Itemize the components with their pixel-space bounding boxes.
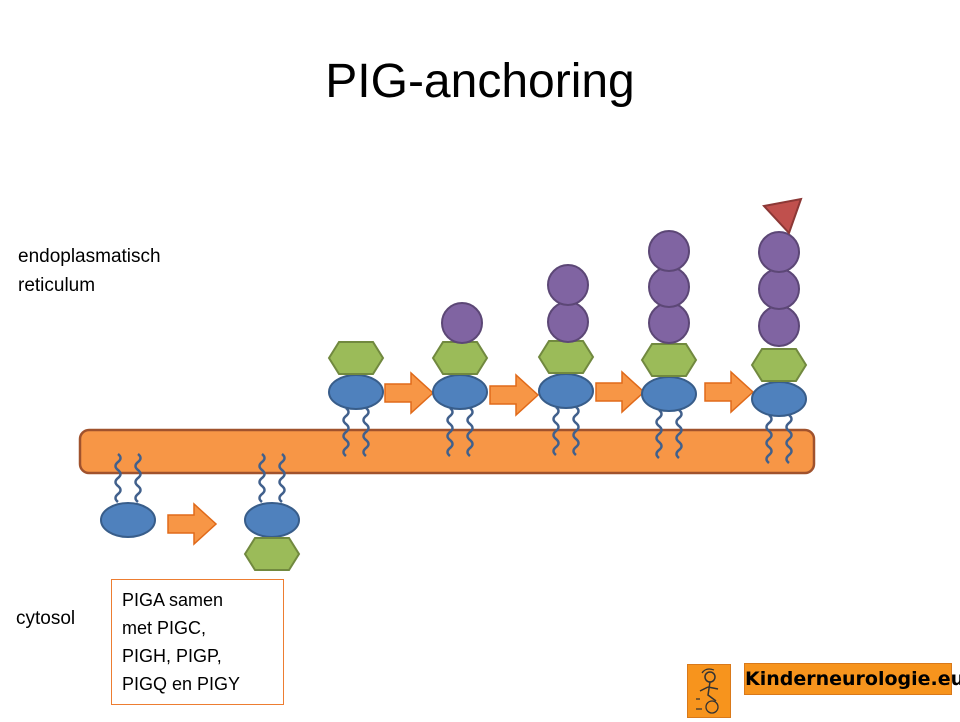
note-line: PIGH, PIGP, bbox=[122, 646, 222, 666]
er-label-line2: reticulum bbox=[18, 275, 96, 296]
mannose-circle bbox=[648, 302, 690, 344]
arrow-2 bbox=[489, 374, 539, 416]
glucosamine-hexagon bbox=[641, 343, 697, 377]
inositol-circle bbox=[751, 381, 807, 417]
cytosol-pi-1 bbox=[100, 452, 156, 538]
glucosamine-hexagon bbox=[538, 340, 594, 374]
er-label: endoplasmatisch reticulum bbox=[18, 242, 218, 300]
er-label-line1: endoplasmatisch bbox=[18, 246, 161, 267]
inositol-circle bbox=[328, 374, 384, 410]
arrow-cytosol bbox=[167, 503, 217, 545]
mannose-circle bbox=[758, 231, 800, 273]
mannose-circle bbox=[547, 264, 589, 306]
glucosamine-hexagon bbox=[244, 537, 300, 571]
mannose-circle bbox=[758, 305, 800, 347]
site-logo bbox=[687, 664, 731, 718]
er-stage-3 bbox=[538, 264, 594, 457]
child-figure-icon bbox=[696, 668, 719, 714]
glucosamine-hexagon bbox=[751, 348, 807, 382]
inositol-circle bbox=[641, 376, 697, 412]
er-stage-4 bbox=[641, 230, 697, 460]
mannose-circle bbox=[547, 301, 589, 343]
inositol-circle bbox=[432, 374, 488, 410]
cytosol-pi-2 bbox=[244, 452, 300, 571]
mannose-circle bbox=[441, 302, 483, 344]
cytosol-label: cytosol bbox=[16, 608, 76, 629]
mannose-circle bbox=[758, 268, 800, 310]
brand-label: Kinderneurologie.eu bbox=[744, 663, 960, 695]
page-title: PIG-anchoring bbox=[325, 55, 635, 108]
note-line: met PIGC, bbox=[122, 618, 207, 638]
inositol-circle bbox=[100, 502, 156, 538]
inositol-circle bbox=[244, 502, 300, 538]
er-stage-1 bbox=[328, 341, 384, 458]
note-line: PIGQ en PIGY bbox=[122, 674, 241, 694]
glucosamine-hexagon bbox=[328, 341, 384, 375]
glucosamine-hexagon bbox=[432, 341, 488, 375]
inositol-circle bbox=[538, 373, 594, 409]
arrow-1 bbox=[384, 372, 434, 414]
arrow-4 bbox=[704, 371, 754, 413]
ethanolamine-phosphate-triangle bbox=[762, 197, 803, 235]
mannose-circle bbox=[648, 230, 690, 272]
arrow-3 bbox=[595, 371, 645, 413]
piga-complex-note: PIGA samen met PIGC, PIGH, PIGP, PIGQ en… bbox=[111, 579, 284, 705]
mannose-circle bbox=[648, 266, 690, 308]
er-stage-5 bbox=[751, 197, 807, 465]
note-line: PIGA samen bbox=[122, 590, 224, 610]
er-stage-2 bbox=[432, 302, 488, 458]
